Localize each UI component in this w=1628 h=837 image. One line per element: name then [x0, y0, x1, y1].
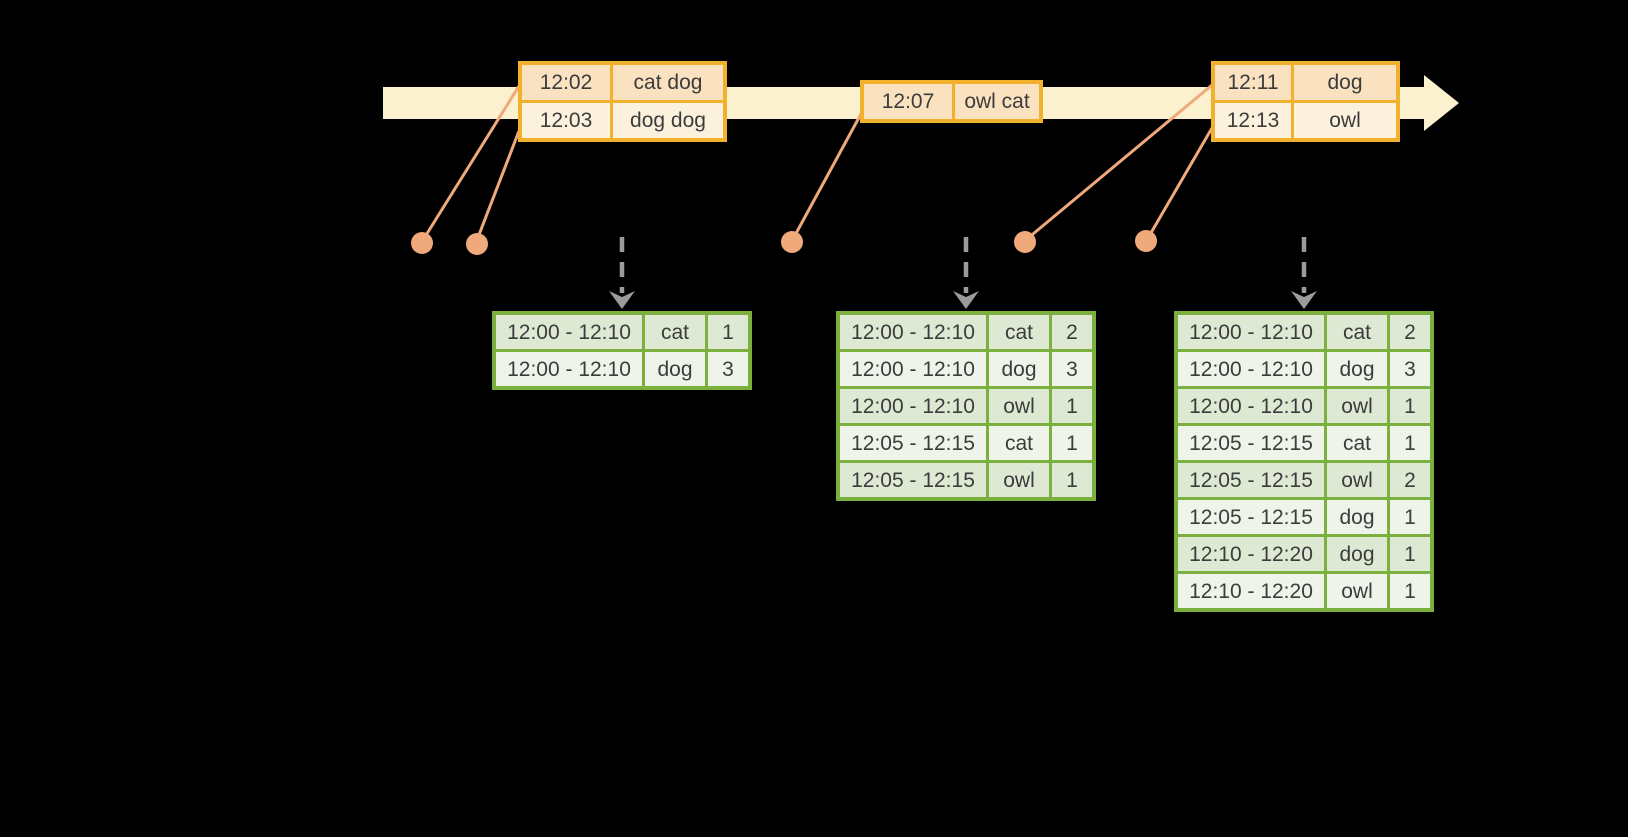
result-row: 12:00 - 12:10 dog 3 — [1178, 352, 1430, 386]
event-dots — [411, 230, 1157, 255]
event-row: 12:13 owl — [1215, 103, 1396, 138]
count-cell: 3 — [1390, 352, 1430, 386]
window-cell: 12:00 - 12:10 — [496, 315, 642, 349]
count-cell: 1 — [1390, 537, 1430, 571]
event-table-3: 12:11 dog 12:13 owl — [1211, 61, 1400, 142]
word-cell: cat — [1327, 426, 1387, 460]
event-table-1: 12:02 cat dog 12:03 dog dog — [518, 61, 727, 142]
event-connector-lines — [421, 83, 1214, 241]
count-cell: 1 — [1390, 389, 1430, 423]
count-cell: 1 — [1052, 463, 1092, 497]
event-row: 12:03 dog dog — [522, 103, 723, 138]
count-cell: 3 — [708, 352, 748, 386]
result-row: 12:00 - 12:10 dog 3 — [496, 352, 748, 386]
event-words-cell: dog dog — [613, 103, 723, 138]
window-cell: 12:00 - 12:10 — [496, 352, 642, 386]
word-cell: dog — [989, 352, 1049, 386]
word-cell: owl — [1327, 574, 1387, 608]
window-cell: 12:05 - 12:15 — [840, 463, 986, 497]
count-cell: 1 — [1052, 426, 1092, 460]
count-cell: 2 — [1390, 463, 1430, 497]
result-table-2: 12:00 - 12:10 cat 2 12:00 - 12:10 dog 3 … — [836, 311, 1096, 501]
word-cell: dog — [1327, 500, 1387, 534]
event-dot — [781, 231, 803, 253]
event-time-cell: 12:13 — [1215, 103, 1291, 138]
result-row: 12:05 - 12:15 cat 1 — [1178, 426, 1430, 460]
event-time-cell: 12:07 — [864, 84, 952, 119]
result-row: 12:00 - 12:10 dog 3 — [840, 352, 1092, 386]
connector-line — [421, 85, 521, 241]
right-arrow-icon — [1424, 75, 1459, 131]
result-table-3: 12:00 - 12:10 cat 2 12:00 - 12:10 dog 3 … — [1174, 311, 1434, 612]
count-cell: 3 — [1052, 352, 1092, 386]
window-cell: 12:10 - 12:20 — [1178, 574, 1324, 608]
result-row: 12:00 - 12:10 cat 1 — [496, 315, 748, 349]
event-words-cell: dog — [1294, 65, 1396, 100]
word-cell: owl — [989, 389, 1049, 423]
count-cell: 1 — [1052, 389, 1092, 423]
event-row: 12:11 dog — [1215, 65, 1396, 100]
down-arrow-icon — [953, 291, 979, 309]
count-cell: 1 — [1390, 426, 1430, 460]
word-cell: owl — [989, 463, 1049, 497]
event-dot — [411, 232, 433, 254]
result-row: 12:05 - 12:15 dog 1 — [1178, 500, 1430, 534]
result-table-1: 12:00 - 12:10 cat 1 12:00 - 12:10 dog 3 — [492, 311, 752, 390]
word-cell: cat — [645, 315, 705, 349]
window-cell: 12:00 - 12:10 — [840, 315, 986, 349]
event-words-cell: cat dog — [613, 65, 723, 100]
word-cell: dog — [1327, 352, 1387, 386]
result-row: 12:00 - 12:10 owl 1 — [1178, 389, 1430, 423]
down-arrow-icon — [609, 291, 635, 309]
word-cell: cat — [1327, 315, 1387, 349]
window-cell: 12:10 - 12:20 — [1178, 537, 1324, 571]
event-dot — [1135, 230, 1157, 252]
result-row: 12:10 - 12:20 owl 1 — [1178, 574, 1430, 608]
result-row: 12:05 - 12:15 owl 2 — [1178, 463, 1430, 497]
result-row: 12:05 - 12:15 owl 1 — [840, 463, 1092, 497]
event-time-cell: 12:02 — [522, 65, 610, 100]
result-row: 12:00 - 12:10 owl 1 — [840, 389, 1092, 423]
count-cell: 1 — [708, 315, 748, 349]
event-table-2: 12:07 owl cat — [860, 80, 1043, 123]
word-cell: owl — [1327, 389, 1387, 423]
connector-line — [1146, 127, 1214, 239]
event-words-cell: owl — [1294, 103, 1396, 138]
event-row: 12:02 cat dog — [522, 65, 723, 100]
window-cell: 12:00 - 12:10 — [1178, 389, 1324, 423]
window-cell: 12:05 - 12:15 — [840, 426, 986, 460]
result-row: 12:05 - 12:15 cat 1 — [840, 426, 1092, 460]
window-cell: 12:05 - 12:15 — [1178, 463, 1324, 497]
event-dot — [1014, 231, 1036, 253]
connector-line — [475, 130, 521, 241]
word-cell: owl — [1327, 463, 1387, 497]
window-cell: 12:05 - 12:15 — [1178, 426, 1324, 460]
count-cell: 2 — [1390, 315, 1430, 349]
event-dot — [466, 233, 488, 255]
word-cell: cat — [989, 315, 1049, 349]
count-cell: 2 — [1052, 315, 1092, 349]
count-cell: 1 — [1390, 500, 1430, 534]
word-cell: dog — [1327, 537, 1387, 571]
connector-line — [791, 111, 864, 240]
window-cell: 12:05 - 12:15 — [1178, 500, 1324, 534]
flow-arrows — [609, 237, 1317, 309]
result-row: 12:10 - 12:20 dog 1 — [1178, 537, 1430, 571]
window-cell: 12:00 - 12:10 — [1178, 315, 1324, 349]
connector-line — [1026, 83, 1213, 241]
word-cell: cat — [989, 426, 1049, 460]
event-time-cell: 12:03 — [522, 103, 610, 138]
window-cell: 12:00 - 12:10 — [840, 352, 986, 386]
event-row: 12:07 owl cat — [864, 84, 1039, 119]
count-cell: 1 — [1390, 574, 1430, 608]
down-arrow-icon — [1291, 291, 1317, 309]
window-cell: 12:00 - 12:10 — [840, 389, 986, 423]
result-row: 12:00 - 12:10 cat 2 — [840, 315, 1092, 349]
window-cell: 12:00 - 12:10 — [1178, 352, 1324, 386]
word-cell: dog — [645, 352, 705, 386]
event-words-cell: owl cat — [955, 84, 1039, 119]
result-row: 12:00 - 12:10 cat 2 — [1178, 315, 1430, 349]
event-time-cell: 12:11 — [1215, 65, 1291, 100]
